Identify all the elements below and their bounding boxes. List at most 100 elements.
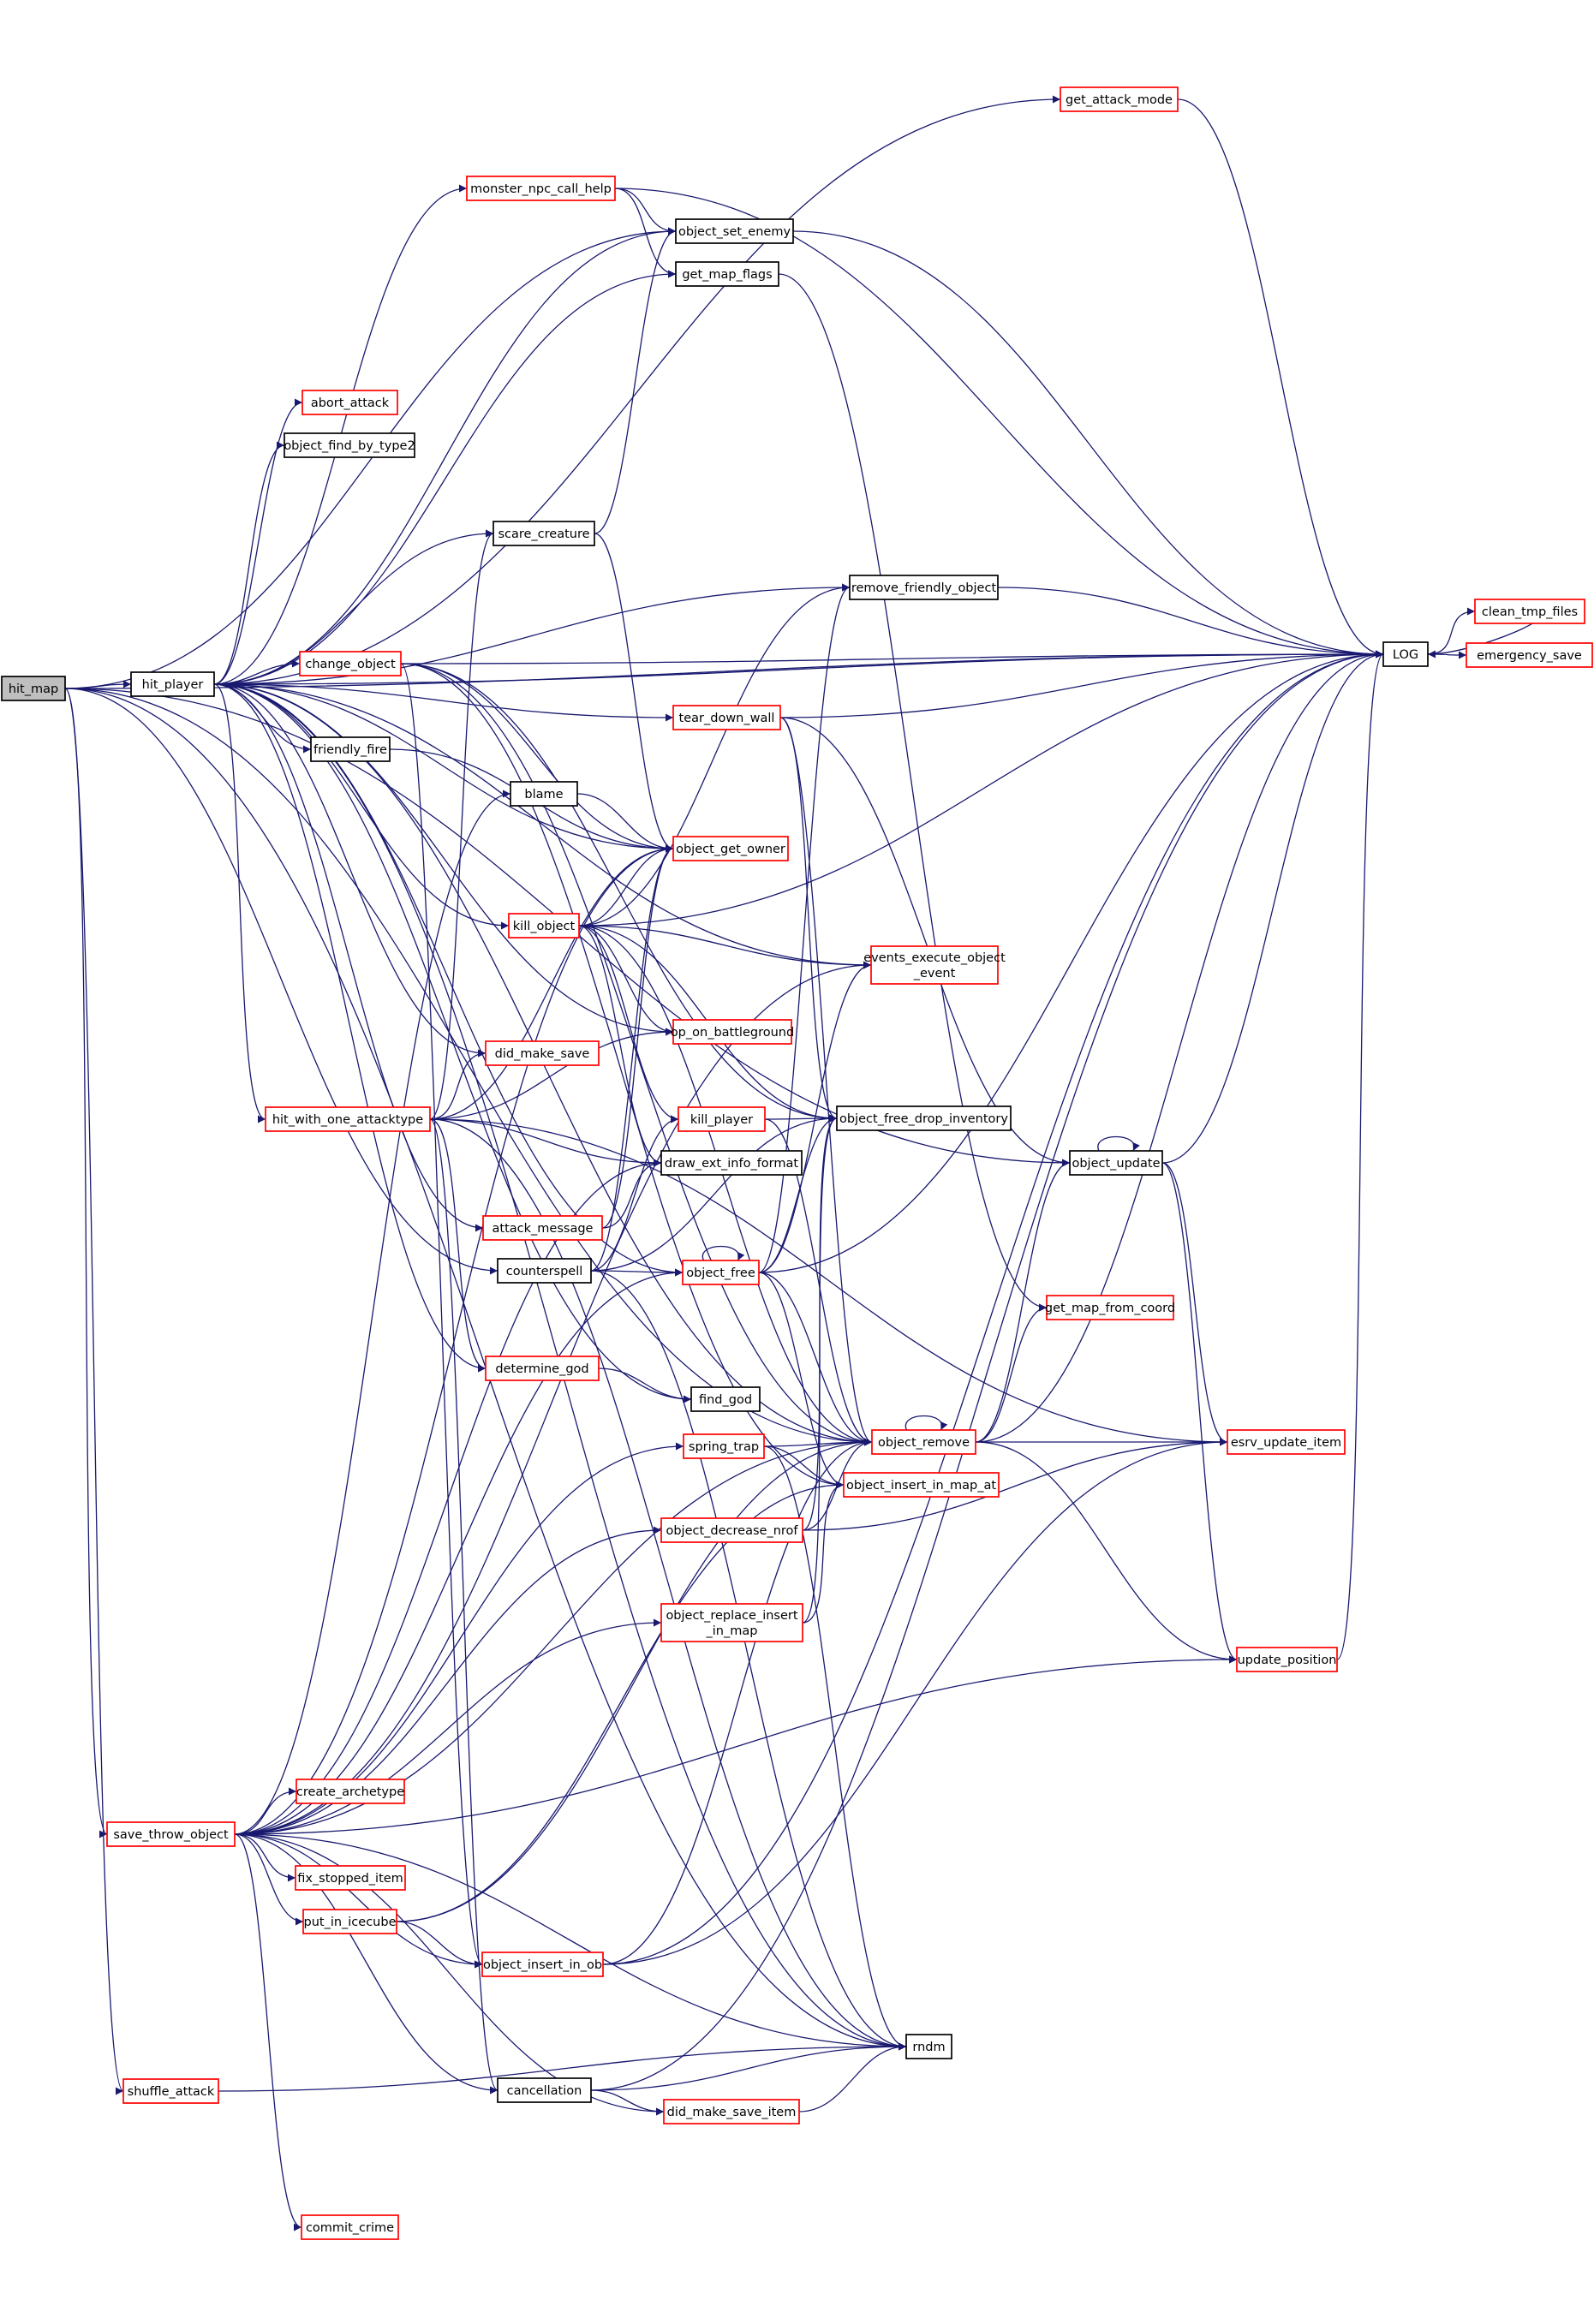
node-label: did_make_save (495, 1047, 590, 1061)
edge-object-update-to-object-update (1097, 1135, 1140, 1152)
node-did-make-save[interactable]: did_make_save (485, 1040, 600, 1066)
edge-kill-object-to-op-on-battleground (578, 925, 674, 1036)
node-object-decrease-nrof[interactable]: object_decrease_nrof (660, 1517, 803, 1543)
edge-save-throw-object-to-object-decrease-nrof (234, 1526, 662, 1835)
node-spring-trap[interactable]: spring_trap (683, 1433, 765, 1459)
node-object-remove[interactable]: object_remove (871, 1429, 976, 1455)
edge-object-decrease-nrof-to-esrv-update-item (802, 1438, 1228, 1531)
node-tear-down-wall[interactable]: tear_down_wall (672, 705, 781, 730)
node-put-in-icecube[interactable]: put_in_icecube (302, 1909, 397, 1934)
node-create-archetype[interactable]: create_archetype (296, 1779, 405, 1804)
node-draw-ext-info-format[interactable]: draw_ext_info_format (660, 1150, 803, 1176)
node-label: op_on_battleground (671, 1026, 794, 1040)
edge-object-update-to-LOG (1161, 650, 1384, 1164)
node-object-set-enemy[interactable]: object_set_enemy (675, 218, 794, 244)
node-label: did_make_save_item (667, 2106, 797, 2119)
edge-save-throw-object-to-cancellation (234, 1833, 498, 2095)
node-box (106, 1821, 236, 1847)
node-box (849, 575, 999, 600)
node-commit-crime[interactable]: commit_crime (301, 2214, 399, 2240)
node-object-update[interactable]: object_update (1069, 1150, 1163, 1176)
node-save-throw-object[interactable]: save_throw_object (106, 1821, 236, 1847)
node-label: kill_object (513, 920, 576, 933)
node-counterspell[interactable]: counterspell (497, 1258, 592, 1284)
node-box (493, 521, 595, 546)
node-clean-tmp-files[interactable]: clean_tmp_files (1474, 599, 1585, 624)
node-rndm[interactable]: rndm (905, 2034, 952, 2059)
node-hit-map[interactable]: hit_map (1, 676, 66, 701)
node-update-position[interactable]: update_position (1236, 1647, 1338, 1672)
node-label: object_insert_in_ob (483, 1958, 602, 1972)
node-determine-god[interactable]: determine_god (485, 1356, 600, 1381)
edge-kill-object-to-draw-ext-info-format (578, 925, 662, 1167)
edge-hit-player-to-LOG (213, 650, 1384, 685)
edge-tear-down-wall-to-object-remove (779, 717, 873, 1446)
node-friendly-fire[interactable]: friendly_fire (310, 736, 391, 762)
node-fix-stopped-item[interactable]: fix_stopped_item (295, 1865, 406, 1891)
node-change-object[interactable]: change_object (299, 651, 402, 676)
edge-hit-map-to-object-set-enemy (64, 227, 677, 689)
node-get-attack-mode[interactable]: get_attack_mode (1060, 86, 1179, 112)
edge-kill-player-to-object-remove (764, 1118, 873, 1446)
node-scare-creature[interactable]: scare_creature (493, 521, 595, 546)
edge-hit-player-to-object-find-by-type2 (213, 441, 285, 685)
edge-counterspell-to-object-free-drop-inventory (590, 1114, 838, 1272)
node-label: object_decrease_nrof (666, 1524, 798, 1538)
node-label: hit_with_one_attacktype (272, 1113, 423, 1127)
node-object-replace-insert-in-map[interactable]: object_replace_insert_in_map (660, 1603, 803, 1642)
node-remove-friendly-object[interactable]: remove_friendly_object (849, 575, 999, 600)
node-op-on-battleground[interactable]: op_on_battleground (671, 1019, 794, 1045)
edge-hit-player-to-determine-god (213, 683, 487, 1373)
node-get-map-from-coord[interactable]: get_map_from_coord (1045, 1295, 1175, 1320)
edge-hit-player-to-op-on-battleground (213, 683, 674, 1036)
edge-hit-player-to-did-make-save (213, 683, 487, 1058)
node-object-insert-in-ob[interactable]: object_insert_in_ob (481, 1952, 604, 1977)
node-kill-player[interactable]: kill_player (678, 1106, 766, 1132)
node-cancellation[interactable]: cancellation (497, 2077, 592, 2103)
node-object-free-drop-inventory[interactable]: object_free_drop_inventory (836, 1105, 1012, 1131)
node-find-god[interactable]: find_god (690, 1386, 761, 1412)
node-label: object_replace_insert (666, 1609, 797, 1623)
node-emergency-save[interactable]: emergency_save (1466, 642, 1593, 668)
node-box (683, 1433, 765, 1459)
node-box (682, 1260, 760, 1285)
node-label: change_object (305, 658, 396, 671)
node-box (497, 1258, 592, 1284)
node-box (1, 676, 66, 701)
node-label: get_map_flags (682, 268, 772, 282)
node-box (678, 1106, 766, 1132)
node-events-execute-object-event[interactable]: events_execute_object_event (863, 945, 1006, 985)
edge-hit-player-to-change-object (213, 659, 301, 685)
node-attack-message[interactable]: attack_message (482, 1215, 603, 1241)
edge-hit-player-to-object-get-owner (213, 683, 674, 853)
node-box (1466, 642, 1593, 668)
node-label: monster_npc_call_help (470, 182, 612, 196)
edge-hit-map-to-save-throw-object (64, 688, 108, 1838)
node-did-make-save-item[interactable]: did_make_save_item (663, 2099, 800, 2124)
edge-attack-message-to-draw-ext-info-format (601, 1159, 662, 1229)
node-blame[interactable]: blame (510, 781, 578, 807)
edge-object-replace-insert-in-map-to-object-insert-in-map-at (802, 1481, 845, 1624)
node-label: attack_message (493, 1222, 594, 1236)
edge-attack-message-to-object-get-owner (601, 844, 674, 1229)
node-abort-attack[interactable]: abort_attack (301, 390, 398, 415)
edge-object-insert-in-ob-to-object-remove (602, 1438, 873, 1965)
node-get-map-flags[interactable]: get_map_flags (675, 261, 779, 287)
node-esrv-update-item[interactable]: esrv_update_item (1227, 1429, 1346, 1455)
edge-hit-player-to-hit-with-one-attacktype (213, 683, 266, 1123)
node-hit-player[interactable]: hit_player (130, 671, 215, 697)
node-LOG[interactable]: LOG (1382, 641, 1429, 667)
node-label: emergency_save (1477, 649, 1582, 663)
node-kill-object[interactable]: kill_object (508, 913, 580, 939)
node-shuffle-attack[interactable]: shuffle_attack (122, 2078, 219, 2104)
node-object-get-owner[interactable]: object_get_owner (672, 836, 789, 861)
edge-put-in-icecube-to-object-insert-in-map-at (396, 1481, 845, 1922)
node-object-insert-in-map-at[interactable]: object_insert_in_map_at (843, 1472, 1000, 1498)
node-hit-with-one-attacktype[interactable]: hit_with_one_attacktype (265, 1106, 431, 1132)
node-box (672, 1019, 792, 1045)
edge-hit-with-one-attacktype-to-op-on-battleground (429, 1028, 674, 1120)
node-object-find-by-type2[interactable]: object_find_by_type2 (284, 432, 415, 458)
edge-save-throw-object-to-rndm (234, 1833, 907, 2051)
node-monster-npc-call-help[interactable]: monster_npc_call_help (466, 176, 616, 201)
node-object-free[interactable]: object_free (682, 1260, 760, 1285)
